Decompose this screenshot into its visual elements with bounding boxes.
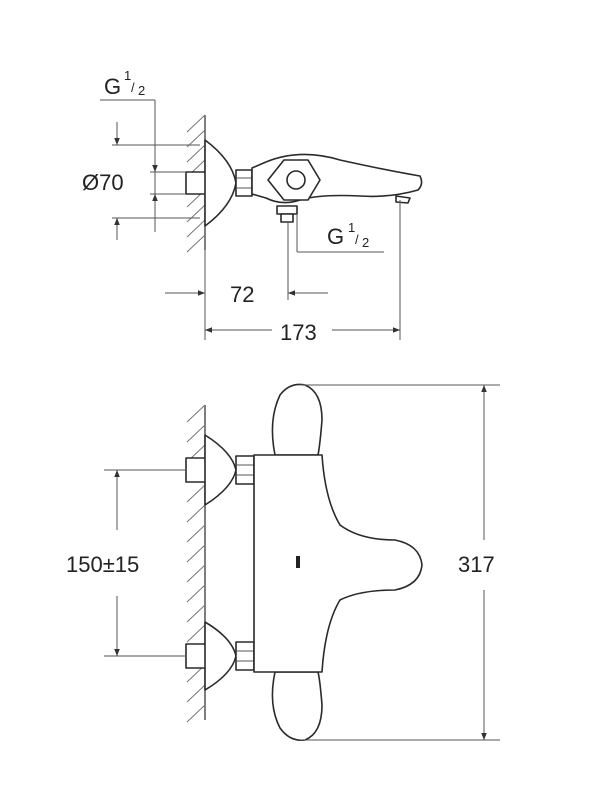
thread-outlet-label: G — [327, 224, 344, 249]
thread-top-den: 2 — [138, 83, 145, 98]
lower-escutcheon — [204, 621, 237, 691]
upper-escutcheon — [204, 434, 237, 506]
wall-hatch-bottom — [186, 404, 206, 723]
temperature-handle — [271, 383, 323, 456]
thread-top-label: G — [104, 74, 121, 99]
thread-top-num: 1 — [124, 68, 131, 83]
lower-nut — [235, 641, 255, 671]
thread-outlet-den: 2 — [362, 235, 369, 250]
cap-circle — [286, 170, 306, 190]
diameter-label: Ø70 — [82, 170, 124, 195]
lower-wall-pipe — [185, 643, 207, 669]
dim-150-label: 150±15 — [66, 552, 139, 577]
thread-top-slash: / — [131, 80, 135, 95]
mixer-body-front — [253, 454, 423, 673]
thread-outlet-num: 1 — [348, 220, 355, 235]
upper-nut — [235, 455, 255, 485]
spout-tip — [395, 195, 411, 204]
outlet-stub — [280, 213, 294, 223]
dim-173-label: 173 — [280, 320, 317, 345]
outlet-mark — [296, 556, 300, 568]
upper-wall-pipe — [185, 457, 207, 483]
connection-nut — [235, 169, 253, 197]
thread-outlet-slash: / — [355, 232, 359, 247]
dim-317-label: 317 — [458, 552, 495, 577]
wall-pipe — [185, 171, 207, 195]
escutcheon — [204, 139, 237, 227]
dim-72-label: 72 — [230, 282, 254, 307]
front-view — [104, 383, 500, 742]
outlet-nut — [276, 205, 298, 215]
flow-handle — [271, 671, 323, 742]
side-view — [100, 99, 423, 340]
